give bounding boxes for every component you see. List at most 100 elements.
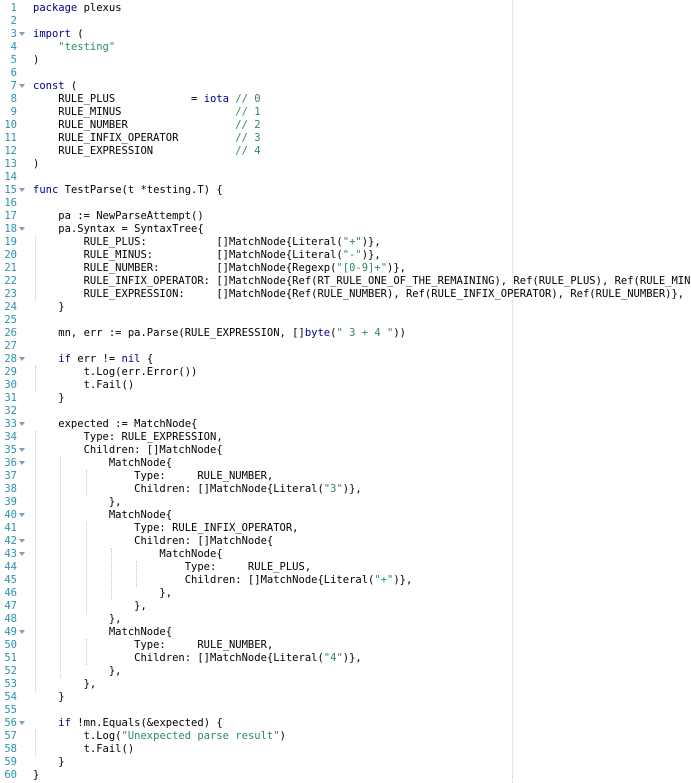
code-token: MatchNode{ (33, 626, 173, 638)
line-number: 55 (4, 704, 17, 716)
code-line[interactable]: 35 Children: []MatchNode{ (0, 444, 691, 457)
code-line[interactable]: 25 (0, 314, 691, 327)
code-line[interactable]: 13) (0, 158, 691, 171)
code-line[interactable]: 10 RULE_NUMBER // 2 (0, 119, 691, 132)
code-line[interactable]: 57 t.Log("Unexpected parse result") (0, 730, 691, 743)
code-line[interactable]: 36 MatchNode{ (0, 457, 691, 470)
code-line[interactable]: 41 Type: RULE_INFIX_OPERATOR, (0, 522, 691, 535)
code-line[interactable]: 55 (0, 704, 691, 717)
string-token: "[0-9]+" (336, 262, 388, 274)
code-line[interactable]: 44 Type: RULE_PLUS, (0, 561, 691, 574)
code-line[interactable]: 19 RULE_PLUS: []MatchNode{Literal("+")}, (0, 236, 691, 249)
code-line[interactable]: 50 Type: RULE_NUMBER, (0, 639, 691, 652)
code-line[interactable]: 43 MatchNode{ (0, 548, 691, 561)
line-number: 22 (4, 275, 17, 287)
fold-toggle-icon[interactable] (19, 552, 25, 556)
code-line[interactable]: 37 Type: RULE_NUMBER, (0, 470, 691, 483)
code-text: RULE_INFIX_OPERATOR: []MatchNode{Ref(RT_… (33, 275, 691, 288)
code-line[interactable]: 48 }, (0, 613, 691, 626)
fold-toggle-icon[interactable] (19, 227, 25, 231)
code-line[interactable]: 45 Children: []MatchNode{Literal("+")}, (0, 574, 691, 587)
fold-toggle-icon[interactable] (19, 84, 25, 88)
code-line[interactable]: 30 t.Fail() (0, 379, 691, 392)
code-line[interactable]: 34 Type: RULE_EXPRESSION, (0, 431, 691, 444)
code-line[interactable]: 33 expected := MatchNode{ (0, 418, 691, 431)
code-line[interactable]: 39 }, (0, 496, 691, 509)
code-line[interactable]: 24 } (0, 301, 691, 314)
code-token: }, (33, 587, 173, 599)
line-number: 49 (4, 626, 17, 638)
code-token: !mn.Equals(&expected) { (70, 717, 223, 729)
code-line[interactable]: 46 }, (0, 587, 691, 600)
code-line[interactable]: 40 MatchNode{ (0, 509, 691, 522)
code-line[interactable]: 38 Children: []MatchNode{Literal("3")}, (0, 483, 691, 496)
line-number: 12 (4, 145, 17, 157)
line-number: 30 (4, 379, 17, 391)
code-line[interactable]: 21 RULE_NUMBER: []MatchNode{Regexp("[0-9… (0, 262, 691, 275)
code-line[interactable]: 53 }, (0, 678, 691, 691)
code-text: MatchNode{ (33, 509, 172, 522)
code-line[interactable]: 16 (0, 197, 691, 210)
fold-toggle-icon[interactable] (19, 539, 25, 543)
code-line[interactable]: 51 Children: []MatchNode{Literal("4")}, (0, 652, 691, 665)
code-line[interactable]: 54 } (0, 691, 691, 704)
fold-toggle-icon[interactable] (19, 357, 25, 361)
code-line[interactable]: 8 RULE_PLUS = iota // 0 (0, 93, 691, 106)
code-line[interactable]: 28 if err != nil { (0, 353, 691, 366)
code-token: ( (330, 327, 337, 339)
code-line[interactable]: 26 mn, err := pa.Parse(RULE_EXPRESSION, … (0, 327, 691, 340)
code-token: { (140, 353, 154, 365)
code-line[interactable]: 31 } (0, 392, 691, 405)
fold-toggle-icon[interactable] (19, 513, 25, 517)
fold-toggle-icon[interactable] (19, 422, 25, 426)
code-line[interactable]: 27 (0, 340, 691, 353)
code-line[interactable]: 11 RULE_INFIX_OPERATOR // 3 (0, 132, 691, 145)
fold-toggle-icon[interactable] (19, 461, 25, 465)
indent-guide (35, 730, 36, 756)
code-line[interactable]: 5) (0, 54, 691, 67)
code-text: t.Log(err.Error()) (33, 366, 198, 379)
code-line[interactable]: 9 RULE_MINUS // 1 (0, 106, 691, 119)
code-line[interactable]: 32 (0, 405, 691, 418)
code-line[interactable]: 22 RULE_INFIX_OPERATOR: []MatchNode{Ref(… (0, 275, 691, 288)
code-text: MatchNode{ (33, 548, 222, 561)
code-line[interactable]: 20 RULE_MINUS: []MatchNode{Literal("-")}… (0, 249, 691, 262)
fold-toggle-icon[interactable] (19, 630, 25, 634)
code-token: Children: []MatchNode{ (33, 535, 274, 547)
code-line[interactable]: 2 (0, 15, 691, 28)
fold-toggle-icon[interactable] (19, 448, 25, 452)
code-line[interactable]: 29 t.Log(err.Error()) (0, 366, 691, 379)
line-number: 17 (4, 210, 17, 222)
code-line[interactable]: 42 Children: []MatchNode{ (0, 535, 691, 548)
code-token: } (33, 691, 65, 703)
code-line[interactable]: 23 RULE_EXPRESSION: []MatchNode{Ref(RULE… (0, 288, 691, 301)
code-line[interactable]: 52 }, (0, 665, 691, 678)
code-line[interactable]: 4 "testing" (0, 41, 691, 54)
fold-toggle-icon[interactable] (19, 721, 25, 725)
code-line[interactable]: 12 RULE_EXPRESSION // 4 (0, 145, 691, 158)
code-line[interactable]: 56 if !mn.Equals(&expected) { (0, 717, 691, 730)
code-line[interactable]: 49 MatchNode{ (0, 626, 691, 639)
line-number: 23 (4, 288, 17, 300)
code-line[interactable]: 14 (0, 171, 691, 184)
code-line[interactable]: 47 }, (0, 600, 691, 613)
code-line[interactable]: 6 (0, 67, 691, 80)
code-line[interactable]: 59 } (0, 756, 691, 769)
code-line[interactable]: 17 pa := NewParseAttempt() (0, 210, 691, 223)
fold-toggle-icon[interactable] (19, 188, 25, 192)
code-text: if !mn.Equals(&expected) { (33, 717, 223, 730)
code-line[interactable]: 18 pa.Syntax = SyntaxTree{ (0, 223, 691, 236)
fold-toggle-icon[interactable] (19, 32, 25, 36)
code-token: Type: RULE_EXPRESSION, (33, 431, 223, 443)
code-line[interactable]: 58 t.Fail() (0, 743, 691, 756)
code-token: RULE_MINUS (33, 106, 236, 118)
code-text: } (33, 691, 65, 704)
code-line[interactable]: 60} (0, 769, 691, 782)
line-number: 31 (4, 392, 17, 404)
